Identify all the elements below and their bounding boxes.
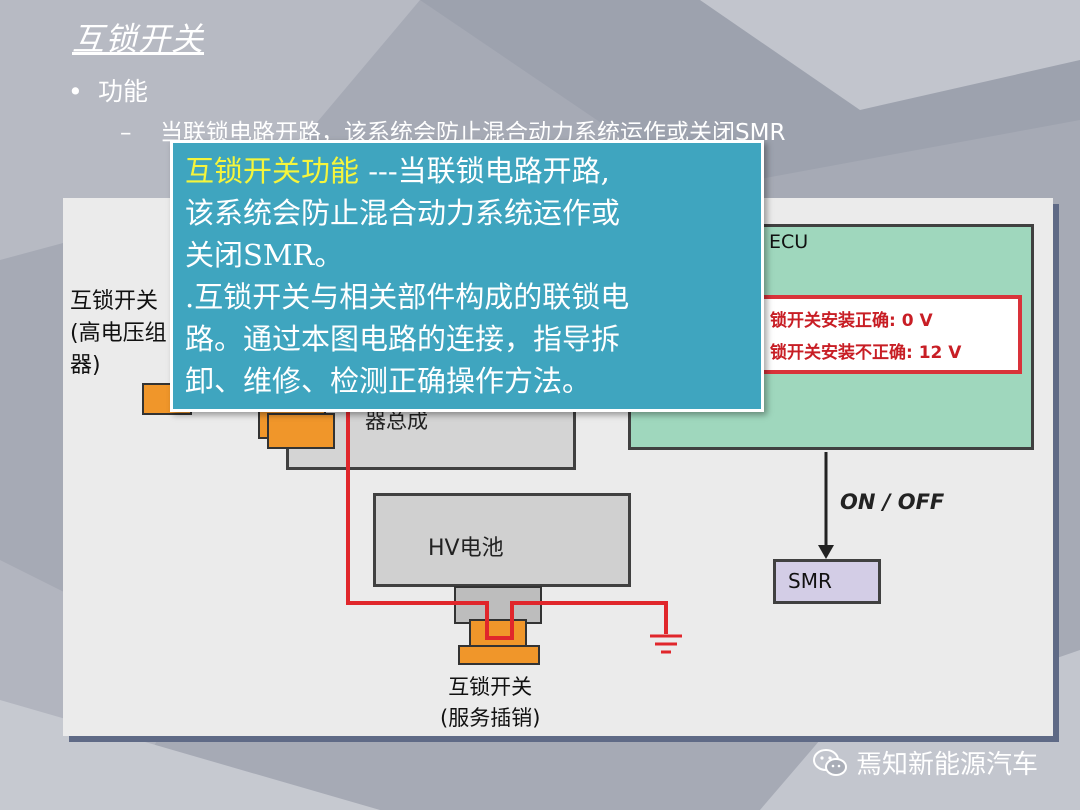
popup-line1-rest: ---当联锁电路开路, <box>359 154 610 188</box>
explanation-popup: 互锁开关功能 ---当联锁电路开路, 该系统会防止混合动力系统运作或 关闭SMR… <box>170 140 764 412</box>
bullet-function: • 功能 <box>68 72 148 108</box>
popup-highlight: 互锁开关功能 <box>185 154 360 188</box>
hv-battery-box: HV电池 <box>373 493 631 587</box>
watermark: 焉知新能源汽车 <box>812 744 1038 781</box>
popup-line: 该系统会防止混合动力系统运作或 <box>185 196 621 230</box>
service-plug-base <box>458 645 540 665</box>
signal-label: ON / OFF <box>840 490 945 514</box>
slide-title: 互锁开关 <box>72 20 205 58</box>
interlock-wire <box>346 412 668 640</box>
left-switch-label-line: 互锁开关 <box>70 289 159 314</box>
hv-battery-label: HV电池 <box>428 536 504 561</box>
popup-line: 卸、维修、检测正确操作方法。 <box>185 364 592 398</box>
left-switch-label-line: 器) <box>70 353 101 378</box>
inverter-label: 器总成 <box>365 409 428 433</box>
bullet-marker: • <box>68 77 83 106</box>
wechat-icon <box>813 748 847 776</box>
ecu-label: ECU <box>769 231 809 253</box>
arrow-head-icon <box>818 545 834 559</box>
service-plug-label: 互锁开关 (服务插销) <box>440 672 540 734</box>
popup-line: 关闭SMR。 <box>185 238 344 272</box>
inverter-connector-front <box>267 413 335 449</box>
bullet-text: 功能 <box>98 77 149 106</box>
service-plug-label-line: 互锁开关 <box>448 675 533 699</box>
dash-marker: – <box>120 120 132 146</box>
ground-icon <box>650 634 682 654</box>
left-switch-label-line: (高电压组 <box>70 321 167 346</box>
watermark-text: 焉知新能源汽车 <box>856 750 1039 780</box>
smr-label: SMR <box>788 569 832 593</box>
status-ok-text: 锁开关安装正确: 0 V <box>770 311 933 331</box>
popup-line: .互锁开关与相关部件构成的联锁电 <box>185 280 630 314</box>
left-switch-label: 互锁开关 (高电压组 器) <box>70 286 167 382</box>
service-plug-cap <box>469 619 527 649</box>
ecu-status-box: 锁开关安装正确: 0 V 锁开关安装不正确: 12 V <box>756 295 1022 374</box>
smr-box: SMR <box>773 559 881 604</box>
service-plug-label-line: (服务插销) <box>440 706 541 730</box>
popup-line: 互锁开关功能 ---当联锁电路开路, <box>185 150 751 192</box>
popup-line: 路。通过本图电路的连接，指导拆 <box>185 322 621 356</box>
status-bad-text: 锁开关安装不正确: 12 V <box>770 343 962 363</box>
